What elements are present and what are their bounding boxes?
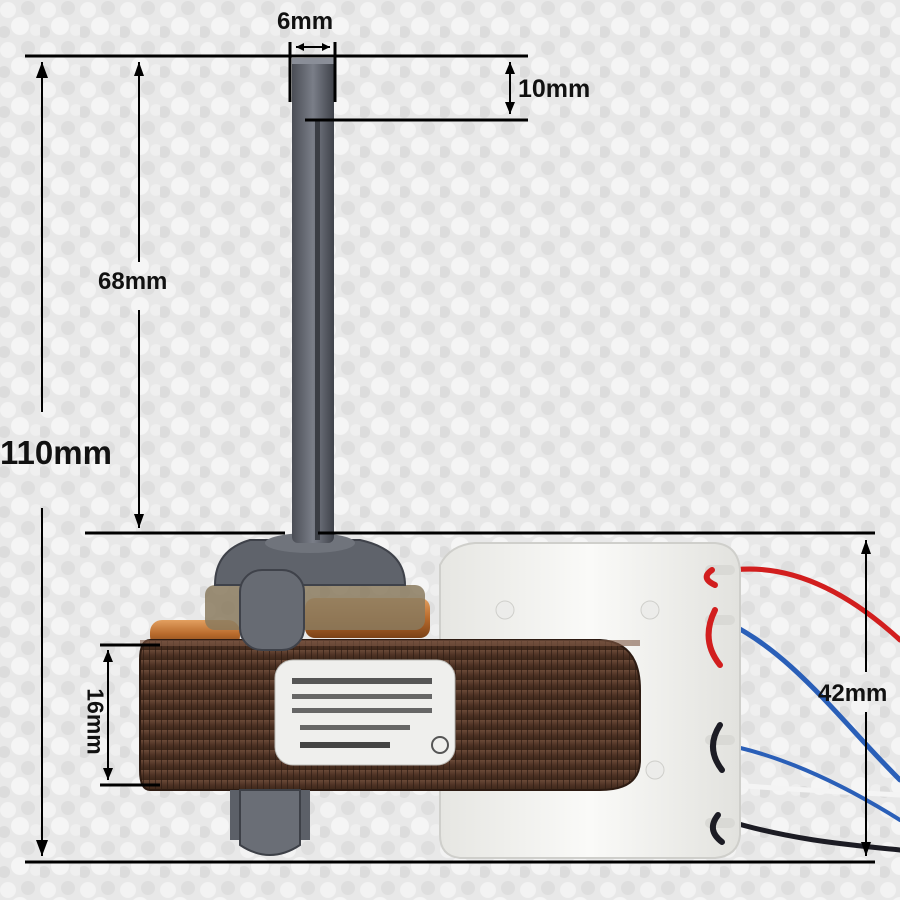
- lead-wires: [710, 566, 900, 853]
- lower-boss: [230, 789, 310, 856]
- shaft-diameter-label: 6mm: [277, 8, 334, 35]
- wire-loops: [703, 567, 725, 845]
- dimension-arrowheads: [36, 43, 871, 856]
- dimension-lines: [25, 42, 875, 864]
- flat-length-label: 10mm: [518, 75, 591, 103]
- bracket-height-label: 42mm: [818, 680, 888, 707]
- motor-shaft: [292, 58, 334, 543]
- rotor-housing: [205, 585, 425, 630]
- shaft-length-label: 68mm: [98, 268, 168, 295]
- nameplate-sticker: [274, 659, 456, 766]
- total-height-label: 110mm: [0, 434, 112, 471]
- stack-height-label: 16mm: [82, 688, 109, 755]
